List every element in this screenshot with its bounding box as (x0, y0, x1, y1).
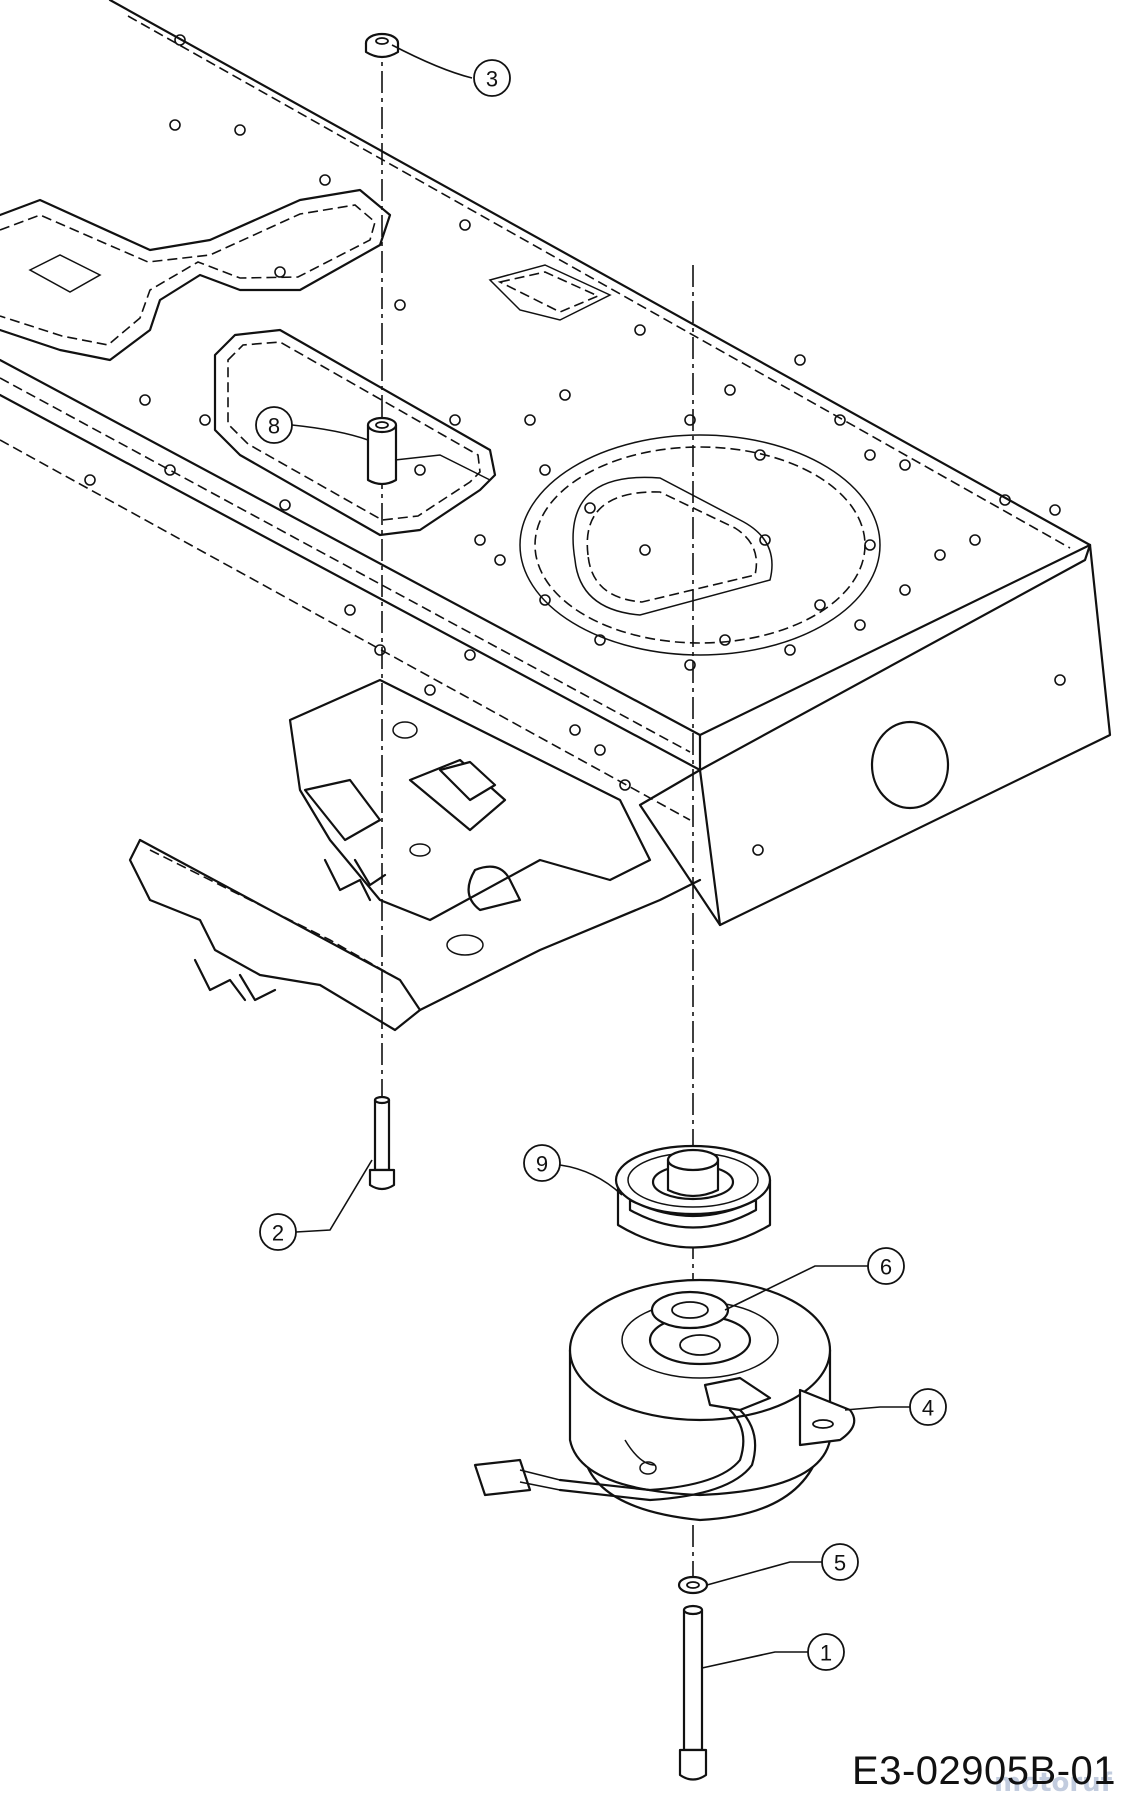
callout-9: 9 (523, 1144, 623, 1196)
part-2-bolt (368, 1095, 396, 1191)
drawing-code: E3-02905B-01 (852, 1749, 1116, 1793)
part-3-lock-nut (364, 32, 400, 59)
part-4-clutch (473, 1278, 856, 1522)
part-1-clutch-bolt (678, 1604, 708, 1781)
callout-2: 2 (259, 1159, 373, 1251)
svg-text:1: 1 (820, 1641, 832, 1666)
part-9-pulley (614, 1144, 772, 1249)
svg-text:3: 3 (486, 67, 498, 92)
callout-3: 3 (391, 44, 511, 97)
svg-text:4: 4 (922, 1396, 934, 1421)
callout-1: 1 (701, 1633, 845, 1671)
part-5-lock-washer (677, 1575, 709, 1595)
svg-text:2: 2 (272, 1221, 284, 1246)
frame-plate (0, 0, 1112, 1032)
svg-text:6: 6 (880, 1255, 892, 1280)
svg-text:5: 5 (834, 1551, 846, 1576)
callout-8: 8 (255, 406, 369, 444)
part-8-spacer (366, 416, 491, 486)
part-6-washer (650, 1290, 730, 1330)
assembly-axis-lines (381, 35, 694, 1590)
svg-text:9: 9 (536, 1152, 548, 1177)
callout-4: 4 (844, 1388, 947, 1426)
callout-5: 5 (706, 1543, 859, 1586)
watermark: motoruf (994, 1768, 1112, 1798)
svg-text:8: 8 (268, 414, 280, 439)
callout-6: 6 (724, 1247, 905, 1311)
